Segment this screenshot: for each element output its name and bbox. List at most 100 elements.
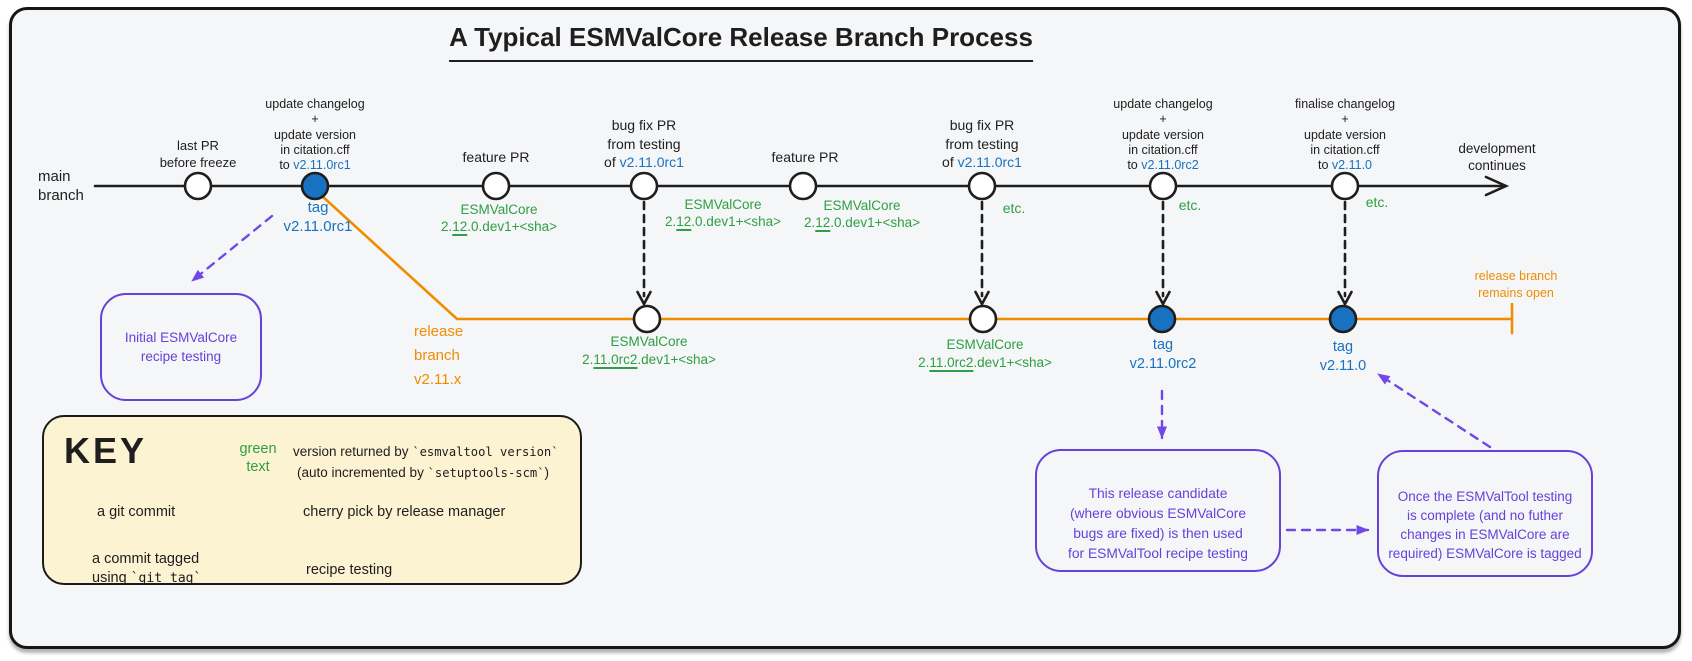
recipe-testing-arrows [190, 214, 1492, 535]
cherry-pick-arrowhead [636, 290, 652, 307]
commit-release-1 [632, 304, 662, 334]
key-green-desc-line1: version returned by `esmvaltool version` [293, 444, 559, 459]
main-branch-arrowhead [1484, 175, 1510, 197]
commit-release-2 [968, 304, 998, 334]
commit-tag-rc1 [300, 171, 330, 201]
label-rc1-update: update changelog + update version in cit… [265, 97, 364, 173]
key-green-desc2-text: (auto incremented by [297, 465, 428, 480]
label-remains-open-l1: release branch [1474, 269, 1558, 283]
label-rc2-update-version: v2.11.0rc2 [1141, 158, 1199, 173]
label-tag-rc1: tag v2.11.0rc1 [284, 198, 353, 236]
key-green-text-label: green text [239, 440, 276, 476]
label-rc2-update-l5: to v2.11.0rc2 [1113, 158, 1212, 173]
label-development-l1: development [1458, 141, 1536, 156]
label-final-update: finalise changelog + update version in c… [1295, 97, 1395, 173]
commit-release-tag-rc2 [1147, 304, 1177, 334]
version-pre: 2. [441, 219, 453, 234]
label-last-pr-line1: last PR [177, 138, 219, 153]
label-rc1-update-l5: to v2.11.0rc1 [265, 158, 364, 173]
version-string: 2.11.0rc2.dev1+<sha> [582, 351, 716, 369]
label-bugfix-prefix: of [942, 154, 958, 170]
label-remains-open: release branch remains open [1475, 268, 1558, 301]
label-rc2-update-l1: update changelog [1113, 97, 1213, 111]
version-name: ESMValCore [946, 337, 1024, 352]
key-tagged-l2-pre: using [92, 570, 131, 586]
label-tag-final-line2: v2.11.0 [1319, 357, 1367, 374]
version-post: .dev1+<sha> [637, 351, 716, 367]
commit-rc2-update [1148, 171, 1178, 201]
cherry-pick-arrowhead [974, 290, 990, 307]
note-candidate-l2: (where obvious ESMValCore [1069, 506, 1247, 521]
label-final-update-l2: + [1341, 112, 1349, 127]
key-cherry-pick-label: cherry pick by release manager [303, 504, 506, 520]
key-tagged-commit-label: a commit tagged using `git tag` [92, 550, 201, 588]
label-bugfix-l2: from testing [607, 135, 681, 152]
key-tagged-l1: a commit tagged [92, 551, 200, 567]
label-final-update-l3: update version [1303, 127, 1387, 142]
label-bugfix-2: bug fix PR from testing of v2.11.0rc1 [942, 116, 1022, 172]
label-final-update-prefix: to [1318, 158, 1332, 173]
recipe-testing-arrow-initial [190, 214, 274, 283]
label-tag-rc1-line2: v2.11.0rc1 [283, 218, 353, 235]
key-green-text-l1: green [239, 441, 277, 457]
note-esmvalcore-tagged: Once the ESMValTool testing is complete … [1377, 450, 1593, 577]
label-rc1-update-prefix: to [279, 158, 294, 173]
release-branch-label: release branch v2.11.x [414, 320, 463, 392]
version-pre: 2. [665, 214, 677, 229]
note-tagged-l3: changes in ESMValCore are [1400, 527, 1570, 542]
label-bugfix-version: v2.11.0rc1 [957, 154, 1022, 170]
version-underlined: 12 [676, 214, 692, 229]
main-branch-commits [183, 171, 1360, 201]
label-bugfix-l2: from testing [945, 135, 1019, 152]
release-branch-commits [632, 304, 1358, 334]
commit-last-pr [183, 171, 213, 201]
label-bugfix-l1: bug fix PR [949, 117, 1015, 133]
label-final-update-l4: in citation.cff [1310, 142, 1380, 157]
release-branch-label-l3: v2.11.x [414, 371, 462, 388]
version-name: ESMValCore [610, 334, 688, 349]
note-initial-recipe-testing: Initial ESMValCore recipe testing [100, 293, 262, 401]
version-underlined: 11.0rc2 [593, 351, 638, 367]
key-recipe-testing-label: recipe testing [306, 562, 393, 578]
label-tag-final-line1: tag [1332, 339, 1354, 355]
release-branch-label-l2: branch [414, 347, 460, 364]
label-tag-final: tag v2.11.0 [1320, 338, 1367, 375]
label-rc2-update-l4: in citation.cff [1128, 142, 1198, 157]
version-post: .0.dev1+<sha> [467, 219, 557, 234]
label-version-dev-1: ESMValCore 2.12.0.dev1+<sha> [441, 201, 557, 235]
key-tagged-l2-code: `git tag` [130, 571, 202, 586]
note-candidate-l3: bugs are fixed) is then used [1073, 526, 1243, 541]
version-name: ESMValCore [460, 202, 538, 217]
version-string: 2.11.0rc2.dev1+<sha> [918, 354, 1052, 372]
key-commit-label: a git commit [97, 504, 176, 520]
version-string: 2.12.0.dev1+<sha> [804, 214, 920, 231]
version-post: .0.dev1+<sha> [830, 215, 920, 230]
diagram-title: A Typical ESMValCore Release Branch Proc… [449, 22, 1033, 62]
commit-feature-pr-2 [788, 171, 818, 201]
label-tag-rc2: tag v2.11.0rc2 [1130, 336, 1197, 373]
label-feature-pr-1: feature PR [462, 149, 530, 165]
label-last-pr: last PR before freeze [160, 137, 237, 171]
label-bugfix-1: bug fix PR from testing of v2.11.0rc1 [604, 116, 684, 172]
version-pre: 2. [804, 215, 816, 230]
label-rc1-update-version: v2.11.0rc1 [293, 158, 351, 173]
note-tagged-l2: is complete (and no futher [1406, 508, 1564, 523]
key-green-desc1-text: version returned by [293, 444, 413, 459]
label-development-l2: continues [1468, 158, 1526, 173]
label-version-rc2dev-1: ESMValCore 2.11.0rc2.dev1+<sha> [582, 333, 716, 368]
version-string: 2.12.0.dev1+<sha> [441, 218, 557, 235]
cherry-pick-arrows [636, 200, 1353, 307]
key-green-text-l2: text [246, 459, 270, 475]
label-feature-pr-2: feature PR [771, 149, 839, 165]
label-final-update-l5: to v2.11.0 [1295, 158, 1395, 173]
label-remains-open-l2: remains open [1478, 285, 1554, 300]
label-rc2-update: update changelog + update version in cit… [1113, 97, 1212, 173]
label-rc2-update-l3: update version [1121, 127, 1204, 142]
cherry-pick-arrowhead [1337, 290, 1353, 307]
label-final-update-version: v2.11.0 [1331, 158, 1372, 173]
cherry-pick-arrowhead [1155, 290, 1171, 307]
label-development-continues: development continues [1458, 140, 1535, 174]
label-rc2-update-prefix: to [1127, 158, 1142, 173]
note-tagged-l1: Once the ESMValTool testing [1397, 489, 1573, 504]
